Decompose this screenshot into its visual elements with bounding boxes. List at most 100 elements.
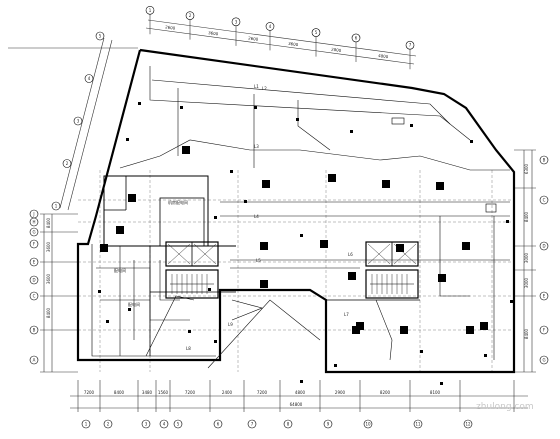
light-fixture (128, 194, 136, 202)
dim-right-text: 3000 (524, 277, 529, 288)
left-axis-C-label: C (33, 294, 36, 299)
dim-bottom-text: 8400 (114, 390, 125, 395)
core-b-x (393, 243, 417, 265)
distribution-box (485, 203, 497, 213)
slant-axis-2-circle (62, 159, 72, 168)
dim-bottom-text: 2400 (222, 390, 233, 395)
bottom-axis-4-circle (159, 419, 169, 429)
socket-symbol (126, 138, 129, 141)
circuit-tag: L2 (262, 86, 267, 91)
room-tag-1: 机房配电间 (168, 199, 188, 205)
circuit-tag: L5 (256, 258, 261, 263)
right-axis-E-circle (539, 291, 549, 301)
slant-axis-5-label: 5 (99, 34, 102, 39)
bottom-axis-10-label: 10 (365, 422, 371, 427)
dim-top-text: 2600 (248, 35, 259, 41)
bottom-axis-8-label: 8 (287, 422, 290, 427)
cable-run-2 (151, 79, 451, 125)
cable-run-left (96, 267, 190, 321)
right-axis-F-label: F (543, 328, 546, 333)
dim-right-text: 3000 (524, 252, 529, 263)
light-fixture (262, 180, 270, 188)
light-fixture (466, 326, 474, 334)
core-b-stair (365, 269, 419, 299)
left-axis-H-label: H (32, 220, 35, 225)
left-axis-B-circle (29, 325, 39, 335)
socket-symbol (484, 354, 487, 357)
bottom-axis-6-circle (213, 419, 223, 429)
socket-symbol (98, 290, 101, 293)
circuit-tag: L4 (254, 214, 259, 219)
top-axis-5-label: 5 (315, 30, 318, 35)
dim-top-line-1 (147, 19, 417, 57)
cable-run-diagonal (145, 295, 195, 357)
top-axis-7-label: 7 (409, 43, 412, 48)
light-fixture (100, 244, 108, 252)
socket-symbol (214, 340, 217, 343)
right-axis-G-circle (539, 355, 549, 365)
slant-axis-1-label: 1 (55, 204, 58, 209)
socket-symbol (244, 200, 247, 203)
bottom-axis-7-label: 7 (251, 422, 254, 427)
light-fixture (116, 226, 124, 234)
top-axis-5-circle (311, 28, 321, 37)
light-fixture (260, 280, 268, 288)
dim-bottom-text: 2900 (335, 390, 346, 395)
slant-axis-2-label: 2 (66, 161, 69, 166)
socket-symbol (420, 350, 423, 353)
circuit-tag: L9 (228, 322, 233, 327)
dim-top-text: 2600 (165, 24, 176, 30)
cable-run-right (375, 299, 393, 361)
bottom-axis-9-circle (323, 419, 333, 429)
light-fixture (182, 146, 190, 154)
socket-symbol (214, 216, 217, 219)
light-fixture (328, 174, 336, 182)
bottom-axis-5-circle (173, 419, 183, 429)
bottom-axis-2-circle (103, 419, 113, 429)
left-axis-F-label: F (33, 242, 36, 247)
light-fixture (462, 242, 470, 250)
bottom-axis-5-label: 5 (177, 422, 180, 427)
socket-symbol (470, 140, 473, 143)
left-axis-C-circle (29, 291, 39, 301)
slant-axis-4-circle (84, 74, 94, 83)
dim-bottom-text: 7200 (257, 390, 268, 395)
socket-symbol (180, 106, 183, 109)
right-axis-G-label: G (542, 358, 545, 363)
left-axis-G-label: G (32, 230, 35, 235)
top-axis-6-label: 6 (355, 35, 358, 40)
socket-symbol (410, 124, 413, 127)
top-axis-1-circle (145, 5, 155, 15)
slant-axis-1-circle (51, 201, 61, 211)
cable-run-wavy (119, 139, 510, 171)
top-axis-4-circle (265, 22, 275, 31)
bottom-axis-12-label: 12 (465, 422, 471, 427)
socket-symbol (350, 130, 353, 133)
socket-symbol (106, 320, 109, 323)
core-a-stair (165, 269, 219, 299)
cable-run-diagonal (207, 299, 321, 369)
bottom-axis-1-label: 1 (85, 422, 88, 427)
inner-wall-line (91, 244, 216, 357)
dim-top-text: 3600 (208, 30, 219, 36)
dim-top-text: 3600 (288, 41, 299, 47)
left-axis-B-label: B (33, 328, 36, 333)
top-axis-6-circle (351, 33, 361, 43)
dim-bottom-text: 3480 (142, 390, 153, 395)
distribution-box (391, 117, 405, 125)
socket-symbol (128, 308, 131, 311)
slant-axis-5-circle (95, 31, 105, 41)
bottom-axis-10-circle (363, 419, 373, 429)
right-axis-F-circle (539, 325, 549, 335)
dim-left-text: 3600 (46, 241, 51, 252)
dim-slant-line-1 (67, 39, 113, 211)
socket-symbol (510, 300, 513, 303)
light-fixture (480, 322, 488, 330)
dim-bottom-text: 7200 (84, 390, 95, 395)
socket-symbol (138, 102, 141, 105)
left-axis-H-circle (29, 217, 39, 227)
top-axis-2-circle (185, 11, 195, 20)
left-axis-D-label: D (32, 278, 35, 283)
socket-symbol (254, 106, 257, 109)
left-axis-E-label: E (33, 260, 36, 265)
